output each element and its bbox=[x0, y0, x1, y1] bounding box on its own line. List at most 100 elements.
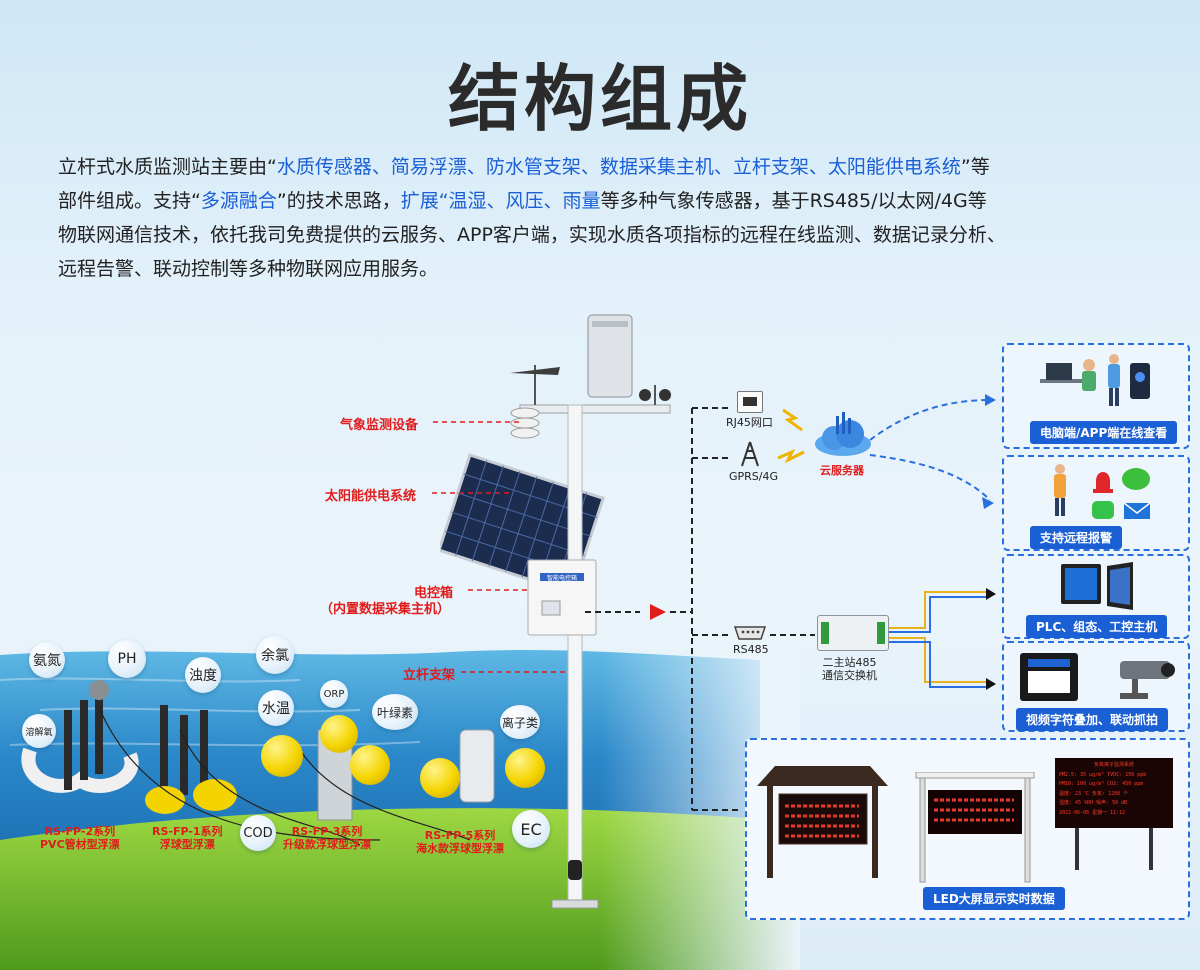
param-bubble-temp: 水温 bbox=[258, 690, 294, 726]
led-board-row: 2022-06-06 星期一 11:12 bbox=[1059, 809, 1126, 816]
callout-solar: 太阳能供电系统 bbox=[325, 489, 417, 504]
float-caption-fp1: RS-FP-1系列 浮球型浮漂 bbox=[152, 825, 223, 851]
intro-text: 等多种气象传感器，基于RS485/以太网/4G等 bbox=[600, 190, 987, 212]
rj45-port-icon bbox=[737, 391, 763, 413]
param-bubble-do: 溶解氧 bbox=[22, 714, 56, 748]
float-type: 浮球型浮漂 bbox=[159, 838, 215, 851]
panel-alarm: 支持远程报警 bbox=[1002, 455, 1190, 551]
cloud-server-icon bbox=[815, 412, 871, 456]
industrial-panel-pc-icon bbox=[1061, 562, 1133, 610]
led-pavilion-icon bbox=[757, 766, 888, 878]
led-board-leg bbox=[1149, 828, 1153, 870]
pc-and-phone-icon bbox=[1040, 354, 1150, 406]
param-bubble-orp: ORP bbox=[320, 680, 348, 708]
wind-vane-icon bbox=[510, 367, 560, 375]
yellow-float-ball bbox=[420, 758, 460, 798]
switch-label-line1: 二主站485 bbox=[822, 656, 877, 669]
intro-highlight: 多源融合 bbox=[200, 190, 277, 212]
arrow-right-icon bbox=[650, 604, 666, 620]
ball-float-icon bbox=[145, 786, 185, 814]
yellow-float-ball bbox=[261, 735, 303, 777]
video-device-icons bbox=[1020, 653, 1175, 701]
control-box-label: 智能电控箱 bbox=[547, 574, 577, 582]
tag-video: 视频字符叠加、联动抓拍 bbox=[1016, 708, 1169, 731]
cloud-label: 云服务器 bbox=[820, 464, 864, 477]
antenna-tower-icon bbox=[741, 441, 759, 467]
signal-bolt-icon bbox=[782, 408, 803, 432]
intro-line-3: 物联网通信技术，依托我司免费提供的云服务、APP客户端，实现水质各项指标的远程在… bbox=[58, 224, 1006, 246]
float-caption-fp2: RS-FP-2系列 PVC管材型浮漂 bbox=[40, 825, 120, 851]
panel-video: 视频字符叠加、联动抓拍 bbox=[1002, 641, 1190, 732]
tag-plc: PLC、组态、工控主机 bbox=[1026, 615, 1168, 638]
signal-bolt-icon bbox=[777, 449, 805, 464]
intro-line-4: 远程告警、联动控制等多种物联网应用服务。 bbox=[58, 258, 439, 280]
page-title: 结构组成 bbox=[447, 57, 752, 141]
floats-illustration bbox=[21, 680, 495, 846]
param-bubble-ion: 离子类 bbox=[500, 705, 540, 739]
led-stand-icon bbox=[915, 772, 1035, 883]
switch-label: 二主站485 通信交换机 bbox=[822, 656, 877, 682]
float-series: RS-FP-3系列 bbox=[291, 825, 363, 838]
param-bubble-ph: PH bbox=[108, 640, 146, 678]
monitoring-pole-illustration: 智能电控箱 bbox=[440, 314, 671, 909]
led-board-row: 温度: 23 ℃ 负氧: 1200 个 bbox=[1059, 790, 1129, 797]
intro-text: 立杆式水质监测站主要由“ bbox=[58, 156, 277, 178]
yellow-float-ball bbox=[320, 715, 358, 753]
intro-text: 部件组成。支持“ bbox=[58, 190, 201, 212]
intro-text: ”等 bbox=[960, 156, 990, 178]
float-caption-fp5: RS-FP-5系列 海水款浮球型浮漂 bbox=[416, 829, 504, 855]
float-series: RS-FP-1系列 bbox=[152, 825, 223, 838]
intro-highlight: 扩展“温湿、风压、雨量 bbox=[400, 190, 601, 212]
intro-line-1: 立杆式水质监测站主要由“水质传感器、简易浮漂、防水管支架、数据采集主机、立杆支架… bbox=[58, 150, 1158, 184]
siren-icon bbox=[1096, 472, 1110, 489]
rs485-label: RS485 bbox=[733, 643, 769, 656]
float-series: RS-FP-2系列 bbox=[44, 825, 116, 838]
led-board: 负氧离子监测系统 PM2.5: 35 ug/m³ TVOC: 150 ppb P… bbox=[1055, 758, 1173, 828]
db9-connector-icon bbox=[733, 626, 767, 640]
intro-paragraph: 立杆式水质监测站主要由“水质传感器、简易浮漂、防水管支架、数据采集主机、立杆支架… bbox=[58, 150, 1158, 286]
intro-line-2: 部件组成。支持“多源融合”的技术思路，扩展“温湿、风压、雨量等多种气象传感器，基… bbox=[58, 184, 1158, 218]
panel-online-view: 电脑端/APP端在线查看 bbox=[1002, 343, 1190, 449]
param-bubble-turbidity: 浊度 bbox=[185, 657, 221, 693]
anemometer-icon bbox=[639, 389, 651, 401]
led-board-leg bbox=[1075, 828, 1079, 870]
float-caption-fp3: RS-FP-3系列 升级款浮球型浮漂 bbox=[283, 825, 371, 851]
sms-icon bbox=[1092, 501, 1114, 519]
solar-panel-icon bbox=[440, 453, 606, 596]
float-type: PVC管材型浮漂 bbox=[40, 838, 120, 851]
param-bubble-cod: COD bbox=[240, 815, 276, 851]
param-bubble-ec: EC bbox=[512, 810, 550, 848]
yellow-float-ball bbox=[350, 745, 390, 785]
rs485-switch-icon bbox=[817, 615, 889, 651]
param-bubble-chlorine: 余氯 bbox=[256, 636, 294, 674]
yellow-float-ball bbox=[505, 748, 545, 788]
panel-led: 负氧离子监测系统 PM2.5: 35 ug/m³ TVOC: 150 ppb P… bbox=[745, 738, 1190, 920]
camera-icon bbox=[1120, 661, 1170, 679]
pole-base bbox=[551, 899, 599, 909]
param-bubble-ammonia: 氨氮 bbox=[29, 642, 65, 678]
callout-pole: 立杆支架 bbox=[403, 668, 456, 683]
intro-text: ”的技术思路， bbox=[276, 190, 401, 212]
seawater-float-icon bbox=[459, 729, 495, 803]
param-bubble-chlorophyll: 叶绿素 bbox=[372, 694, 418, 730]
led-board-row: 湿度: 45 %RH 噪声: 50 dB bbox=[1059, 800, 1128, 806]
rain-gauge-icon bbox=[587, 314, 633, 398]
switch-label-line2: 通信交换机 bbox=[822, 669, 877, 682]
led-board-head: 负氧离子监测系统 bbox=[1093, 762, 1134, 768]
alarm-icons bbox=[1054, 464, 1151, 519]
intro-highlight: 水质传感器、简易浮漂、防水管支架、数据采集主机、立杆支架、太阳能供电系统 bbox=[276, 156, 961, 178]
panel-plc: PLC、组态、工控主机 bbox=[1002, 554, 1190, 639]
float-type: 海水款浮球型浮漂 bbox=[416, 842, 504, 855]
wechat-icon bbox=[1122, 468, 1150, 490]
led-board-row: PM10: 100 ug/m³ CO2: 450 ppm bbox=[1059, 781, 1144, 787]
tag-online-view: 电脑端/APP端在线查看 bbox=[1030, 421, 1178, 444]
mail-icon bbox=[1124, 503, 1150, 519]
float-series: RS-FP-5系列 bbox=[424, 829, 496, 842]
callout-control-box: 电控箱 bbox=[414, 586, 454, 601]
tag-alarm: 支持远程报警 bbox=[1030, 526, 1123, 549]
rj45-label: RJ45网口 bbox=[726, 416, 773, 429]
gprs-label: GPRS/4G bbox=[729, 470, 779, 483]
callout-weather: 气象监测设备 bbox=[340, 418, 419, 433]
float-type: 升级款浮球型浮漂 bbox=[283, 838, 371, 851]
